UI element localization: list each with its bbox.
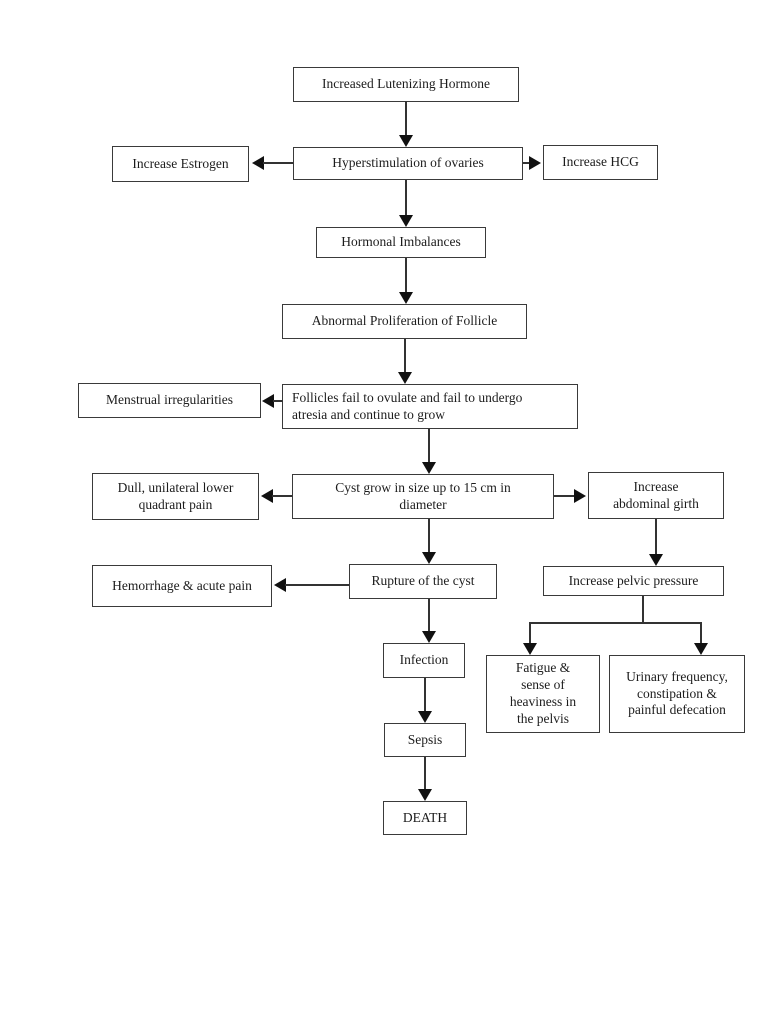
node-label: Urinary frequency, constipation & painfu… — [626, 668, 728, 718]
node-label: Hormonal Imbalances — [341, 234, 461, 250]
arrow-follicles-to-menstrual-line — [273, 400, 283, 402]
arrow-rupture-to-hemorrhage-head — [274, 578, 286, 592]
node-death: DEATH — [383, 801, 467, 835]
arrow-rupture-to-hemorrhage-line — [285, 584, 349, 586]
arrow-pelvic-to-fatigue-line — [529, 622, 531, 644]
arrow-cyst-to-rupture-head — [422, 552, 436, 564]
node-dull-unilateral-lower-quadrant-pain: Dull, unilateral lower quadrant pain — [92, 473, 259, 520]
arrow-hyperstimulation-to-hcg-head — [529, 156, 541, 170]
node-label: Follicles fail to ovulate and fail to un… — [292, 389, 523, 422]
arrow-follicles-to-cyst-head — [422, 462, 436, 474]
node-hyperstimulation-of-ovaries: Hyperstimulation of ovaries — [293, 147, 523, 180]
node-menstrual-irregularities: Menstrual irregularities — [78, 383, 261, 418]
arrow-sepsis-to-death-head — [418, 789, 432, 801]
node-label: Dull, unilateral lower quadrant pain — [117, 479, 234, 512]
arrow-infection-to-sepsis-head — [418, 711, 432, 723]
node-sepsis: Sepsis — [384, 723, 466, 757]
arrow-pelvic-fork-horizontal-line — [529, 622, 702, 624]
arrow-cyst-to-dull-line — [272, 495, 292, 497]
arrow-hyperstimulation-to-hormonal-head — [399, 215, 413, 227]
arrow-girth-to-pelvic-line — [655, 519, 657, 555]
node-urinary-frequency-constipation-defecation: Urinary frequency, constipation & painfu… — [609, 655, 745, 733]
arrow-sepsis-to-death-line — [424, 757, 426, 790]
node-label: Hyperstimulation of ovaries — [332, 155, 484, 171]
node-label: Increase HCG — [562, 154, 639, 170]
node-label: Sepsis — [407, 731, 443, 747]
node-label: Infection — [399, 652, 449, 668]
arrow-follicles-to-menstrual-head — [262, 394, 274, 408]
arrow-rupture-to-infection-head — [422, 631, 436, 643]
arrow-hyperstimulation-to-hormonal-line — [405, 180, 407, 216]
node-label: Increase pelvic pressure — [568, 572, 699, 588]
node-increase-estrogen: Increase Estrogen — [112, 146, 249, 182]
node-label: Increase Estrogen — [132, 155, 229, 171]
arrow-abnormal-to-follicles-head — [398, 372, 412, 384]
node-cyst-grow-in-size: Cyst grow in size up to 15 cm in diamete… — [292, 474, 554, 519]
arrow-hyperstimulation-to-estrogen-head — [252, 156, 264, 170]
arrow-follicles-to-cyst-line — [428, 429, 430, 463]
node-abnormal-proliferation-of-follicle: Abnormal Proliferation of Follicle — [282, 304, 527, 339]
node-label: Increase abdominal girth — [613, 478, 699, 511]
node-increase-pelvic-pressure: Increase pelvic pressure — [543, 566, 724, 596]
arrow-pelvic-to-fatigue-head — [523, 643, 537, 655]
arrow-pelvic-to-urinary-line — [700, 622, 702, 644]
node-label: Hemorrhage & acute pain — [112, 577, 252, 593]
arrow-hormonal-to-abnormal-line — [405, 258, 407, 293]
arrow-abnormal-to-follicles-line — [404, 339, 406, 373]
node-label: Abnormal Proliferation of Follicle — [311, 313, 498, 329]
arrow-pelvic-fork-stub-line — [642, 596, 644, 624]
arrow-hyperstimulation-to-hcg-line — [523, 162, 531, 164]
arrow-girth-to-pelvic-head — [649, 554, 663, 566]
node-infection: Infection — [383, 643, 465, 678]
node-rupture-of-the-cyst: Rupture of the cyst — [349, 564, 497, 599]
arrow-pelvic-to-urinary-head — [694, 643, 708, 655]
node-label: Menstrual irregularities — [105, 392, 234, 408]
arrow-cyst-to-dull-head — [261, 489, 273, 503]
node-label: Cyst grow in size up to 15 cm in diamete… — [335, 479, 511, 512]
node-label: Fatigue & sense of heaviness in the pelv… — [509, 660, 577, 726]
node-increase-abdominal-girth: Increase abdominal girth — [588, 472, 724, 519]
arrow-rupture-to-infection-line — [428, 599, 430, 632]
node-increase-hcg: Increase HCG — [543, 145, 658, 180]
node-label: Rupture of the cyst — [371, 573, 475, 589]
node-label: Increased Lutenizing Hormone — [322, 76, 490, 92]
node-hormonal-imbalances: Hormonal Imbalances — [316, 227, 486, 258]
node-fatigue-and-heaviness-in-pelvis: Fatigue & sense of heaviness in the pelv… — [486, 655, 600, 733]
arrow-hormonal-to-abnormal-head — [399, 292, 413, 304]
arrow-hyperstimulation-to-estrogen-line — [263, 162, 293, 164]
node-follicles-fail-to-ovulate: Follicles fail to ovulate and fail to un… — [282, 384, 578, 429]
arrow-lh-to-hyperstimulation-line — [405, 101, 407, 136]
arrow-cyst-to-girth-line — [554, 495, 576, 497]
arrow-lh-to-hyperstimulation-head — [399, 135, 413, 147]
arrow-cyst-to-girth-head — [574, 489, 586, 503]
node-increased-lutenizing-hormone: Increased Lutenizing Hormone — [293, 67, 519, 102]
arrow-cyst-to-rupture-line — [428, 519, 430, 553]
arrow-infection-to-sepsis-line — [424, 678, 426, 712]
node-hemorrhage-and-acute-pain: Hemorrhage & acute pain — [92, 565, 272, 607]
node-label: DEATH — [402, 809, 448, 825]
